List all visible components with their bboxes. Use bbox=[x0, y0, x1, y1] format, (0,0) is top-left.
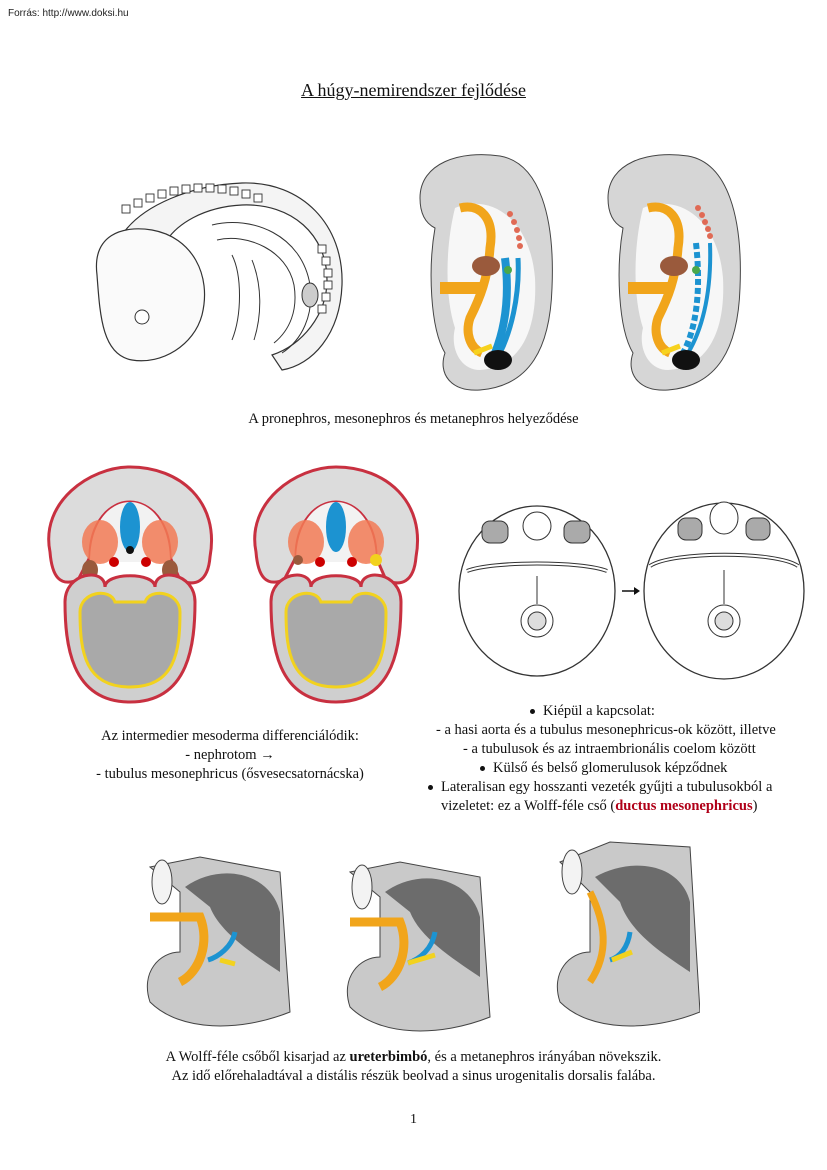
bullet-2: Külső és belső glomerulusok képződnek bbox=[493, 760, 728, 776]
bullet-3a: Lateralisan egy hosszanti vezeték gyűjti… bbox=[441, 779, 773, 795]
page-number: 1 bbox=[410, 1112, 417, 1127]
caption2-line1: Az intermedier mesoderma differenciálódi… bbox=[101, 728, 359, 744]
mesonephros-embryo-figure bbox=[607, 154, 741, 391]
intermediate-mesoderm-section-1 bbox=[47, 465, 213, 704]
ductus-mesonephricus-term: ductus mesonephricus bbox=[615, 798, 753, 814]
source-label: Forrás: http://www.doksi.hu bbox=[8, 8, 129, 19]
ureteric-bud-stage-1 bbox=[146, 856, 291, 1027]
bullet-3b-post: ) bbox=[752, 798, 758, 814]
ureterbimbo-term: ureterbimbó bbox=[349, 1049, 428, 1065]
page-title: A húgy-nemirendszer fejlődése bbox=[301, 80, 526, 100]
bullet-1a: - a hasi aorta és a tubulus mesonephricu… bbox=[436, 722, 776, 738]
bullet-dot bbox=[480, 766, 485, 772]
bullet-3b-pre: vizeletet: ez a Wolff-féle cső ( bbox=[441, 798, 616, 814]
mesonephros-section-diagram bbox=[458, 501, 805, 680]
caption-intermediate-mesoderm: Az intermedier mesoderma differenciálódi… bbox=[20, 727, 440, 784]
bullet-1: Kiépül a kapcsolat: bbox=[543, 703, 655, 719]
caption2-line3: - tubulus mesonephricus (ősvesecsatornác… bbox=[96, 766, 364, 782]
bullet-dot bbox=[428, 785, 433, 791]
caption3-l2: Az idő előrehaladtával a distális részük… bbox=[171, 1068, 656, 1084]
ureteric-bud-stage-2 bbox=[346, 861, 491, 1032]
pronephros-embryo-figure bbox=[419, 154, 553, 391]
caption-positions: A pronephros, mesonephros és metanephros… bbox=[248, 411, 579, 427]
bullet-dot bbox=[530, 709, 535, 715]
ureteric-bud-stage-3 bbox=[556, 841, 700, 1027]
bullet-list: Kiépül a kapcsolat: - a hasi aorta és a … bbox=[420, 702, 820, 816]
caption3-l1-post: , és a metanephros irányában növekszik. bbox=[427, 1049, 662, 1065]
caption-ureteric-bud: A Wolff-féle csőből kisarjad az ureterbi… bbox=[0, 1048, 827, 1086]
intermediate-mesoderm-section-2 bbox=[253, 465, 419, 704]
bullet-1b: - a tubulusok és az intraembrionális coe… bbox=[463, 741, 756, 757]
caption3-l1-pre: A Wolff-féle csőből kisarjad az bbox=[165, 1049, 350, 1065]
caption2-line2: - nephrotom → bbox=[185, 747, 275, 763]
ureteric-bud-figure-series bbox=[146, 841, 700, 1032]
embryo-line-drawing bbox=[95, 182, 343, 371]
